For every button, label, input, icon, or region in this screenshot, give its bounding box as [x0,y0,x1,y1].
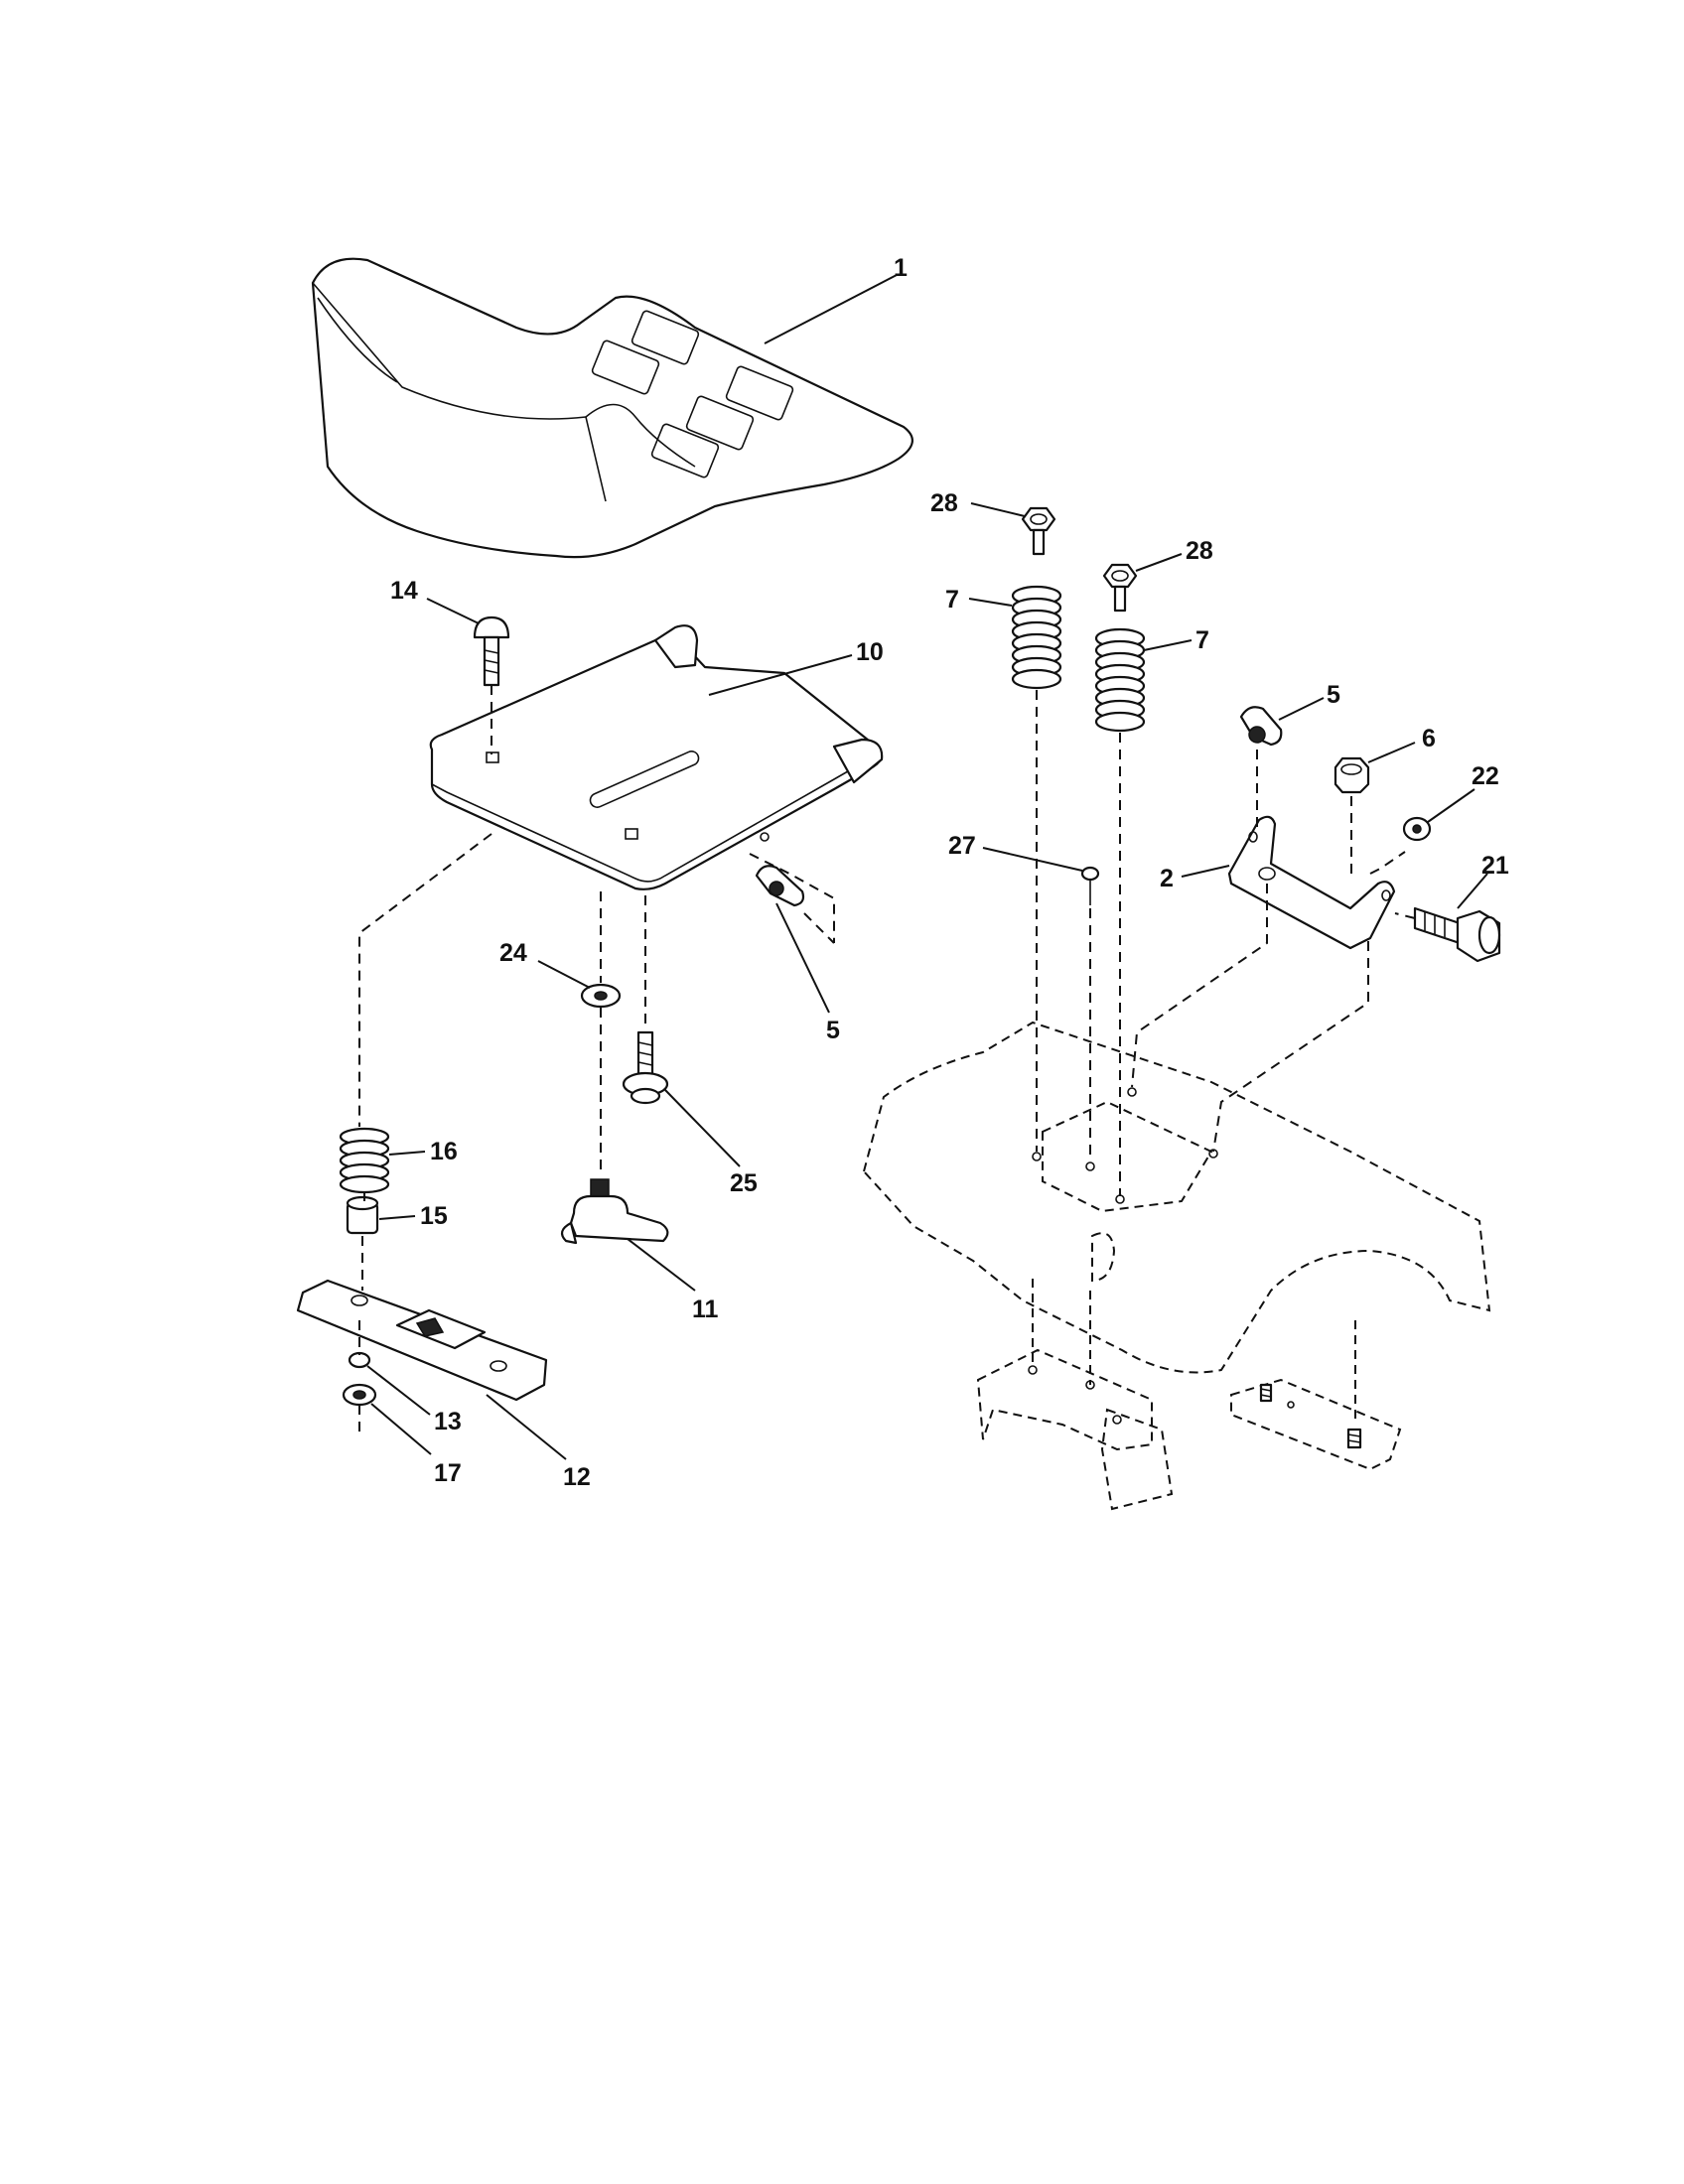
bracket-part: 2 [1160,815,1396,950]
clip-part-right: 5 [1239,681,1340,747]
washer-part-17: 17 [342,1383,462,1487]
callout-27: 27 [948,832,976,860]
tractor-frame-outline [862,1021,1491,1511]
callout-5-right: 5 [1327,681,1340,709]
callout-7-left: 7 [945,586,959,614]
shoulder-bolt-part: 25 [622,1030,758,1197]
callout-15: 15 [420,1202,448,1230]
callout-6: 6 [1422,725,1436,752]
callout-17: 17 [434,1459,462,1487]
pivot-plate-part: 12 [296,1279,591,1491]
lock-nut-part: 6 [1333,725,1436,794]
pin-part: 27 [948,832,1100,905]
adjustment-knob-part: 11 [560,1178,719,1323]
bolt-part-28-right: 28 [1102,537,1213,613]
left-alignment-lines [358,685,835,1434]
callout-11: 11 [692,1296,719,1323]
callout-2: 2 [1160,865,1174,892]
callout-1: 1 [894,254,908,282]
washer-part-22: 22 [1402,762,1499,842]
callout-28-left: 28 [930,489,958,517]
seat-pan-part: 10 [429,624,884,890]
callout-28-right: 28 [1186,537,1213,565]
bolt-part-28-left: 28 [930,489,1056,556]
right-alignment-lines [1036,690,1416,1196]
spring-part-7-right: 7 [1094,626,1209,733]
carriage-bolt-part: 14 [390,577,510,687]
seat-part: 1 [311,254,913,559]
callout-24: 24 [499,939,527,967]
callout-25: 25 [730,1169,758,1197]
callout-12: 12 [563,1463,591,1491]
callout-21: 21 [1481,852,1509,880]
callout-22: 22 [1472,762,1499,790]
washer-part: 24 [499,939,622,1009]
shoulder-bolt-part-21: 21 [1413,852,1509,963]
callout-14: 14 [390,577,418,605]
spring-part-7-left: 7 [945,585,1062,690]
clip-part-left: 5 [755,865,840,1044]
callout-7-right: 7 [1195,626,1209,654]
spring-part-16: 16 [339,1127,458,1194]
callout-5-left: 5 [826,1017,840,1044]
callout-10: 10 [856,638,884,666]
callout-13: 13 [434,1408,462,1435]
callout-16: 16 [430,1138,458,1165]
nut-part-13: 13 [348,1351,462,1435]
spacer-part: 15 [346,1195,448,1235]
